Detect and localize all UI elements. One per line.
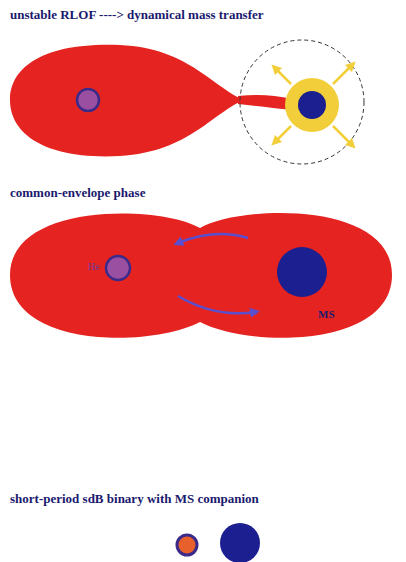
mass-stream bbox=[238, 95, 292, 110]
accretor-star bbox=[298, 91, 326, 119]
orbit-arrows bbox=[178, 234, 255, 313]
ms-star bbox=[277, 247, 327, 297]
roche-lobe-outline bbox=[240, 40, 364, 164]
star-label: MS bbox=[318, 308, 335, 320]
panel-heading: unstable RLOF ----> dynamical mass trans… bbox=[10, 8, 264, 22]
donor-core bbox=[77, 89, 99, 111]
panel-heading: short-period sdB binary with MS companio… bbox=[10, 492, 259, 506]
roche-lobe bbox=[10, 45, 245, 157]
ms-companion bbox=[220, 523, 260, 562]
common-envelope bbox=[10, 213, 392, 338]
giant-core bbox=[106, 256, 130, 280]
accretor-envelope bbox=[285, 78, 339, 132]
panel-heading: common-envelope phase bbox=[10, 186, 145, 200]
sdb-star bbox=[177, 535, 197, 555]
core-label: He bbox=[88, 261, 100, 272]
expansion-arrows bbox=[275, 65, 352, 145]
